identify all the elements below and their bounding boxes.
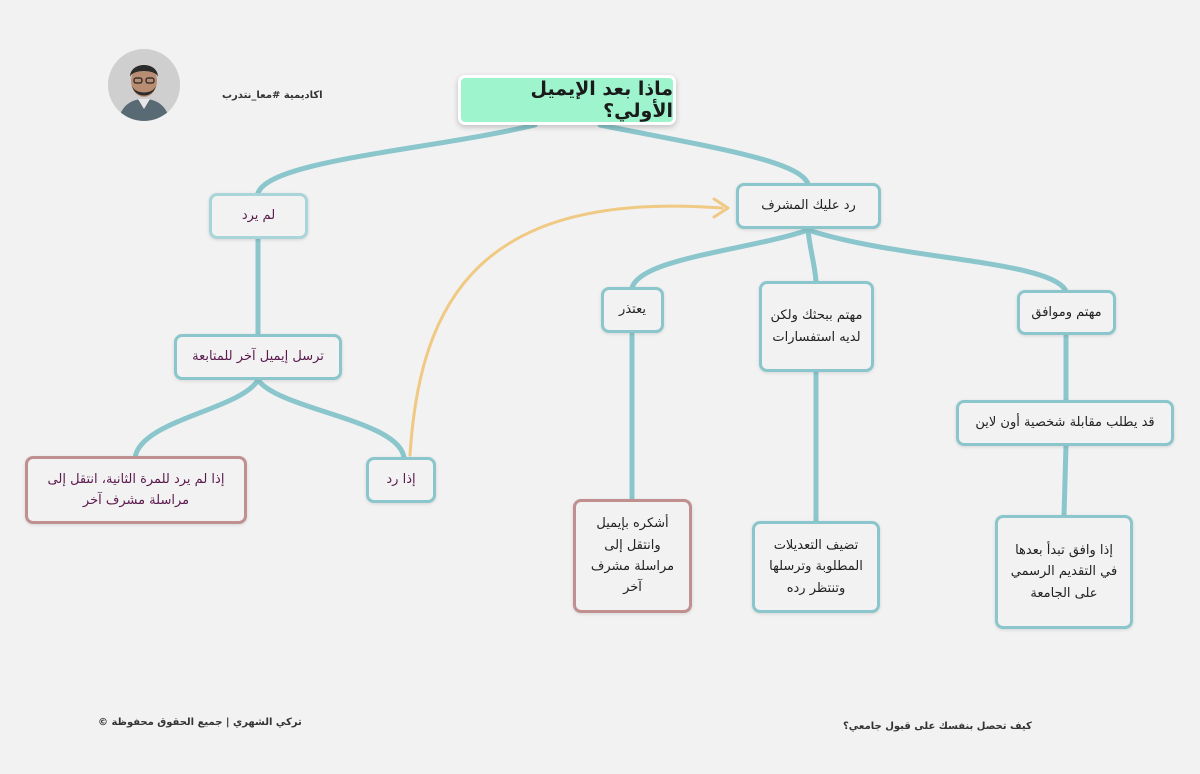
- copyright-text: تركي الشهري | جميع الحقوق محفوظة ©: [98, 717, 302, 728]
- node-apologizes: يعتذر: [601, 287, 664, 333]
- academy-handle: اكاديمية #معا_نتدرب: [222, 90, 323, 101]
- node-send-followup: ترسل إيميل آخر للمتابعة: [174, 334, 342, 380]
- person-icon: [108, 49, 180, 121]
- node-no-reply-twice: إذا لم يرد للمرة الثانية، انتقل إلى مراس…: [25, 456, 247, 524]
- node-may-interview: قد يطلب مقابلة شخصية أون لاين: [956, 400, 1174, 446]
- node-add-edits: تضيف التعديلات المطلوبة وترسلها وتنتظر ر…: [752, 521, 880, 613]
- node-interested-questions: مهتم ببحثك ولكن لديه استفسارات: [759, 281, 874, 372]
- feedback-arrow: [410, 206, 722, 455]
- node-thank-move-on: أشكره بإيميل وانتقل إلى مراسلة مشرف آخر: [573, 499, 692, 613]
- node-interested-agrees: مهتم وموافق: [1017, 290, 1116, 335]
- node-if-replied: إذا رد: [366, 457, 436, 503]
- node-if-agrees: إذا وافق تبدأ بعدها في التقديم الرسمي عل…: [995, 515, 1133, 629]
- footer-subtitle: كيف تحصل بنفسك على قبول جامعي؟: [843, 721, 1032, 732]
- node-supervisor-replied: رد عليك المشرف: [736, 183, 881, 229]
- author-avatar: [108, 49, 180, 121]
- node-no-reply: لم يرد: [209, 193, 308, 239]
- page-title: ماذا بعد الإيميل الأولي؟: [458, 75, 676, 125]
